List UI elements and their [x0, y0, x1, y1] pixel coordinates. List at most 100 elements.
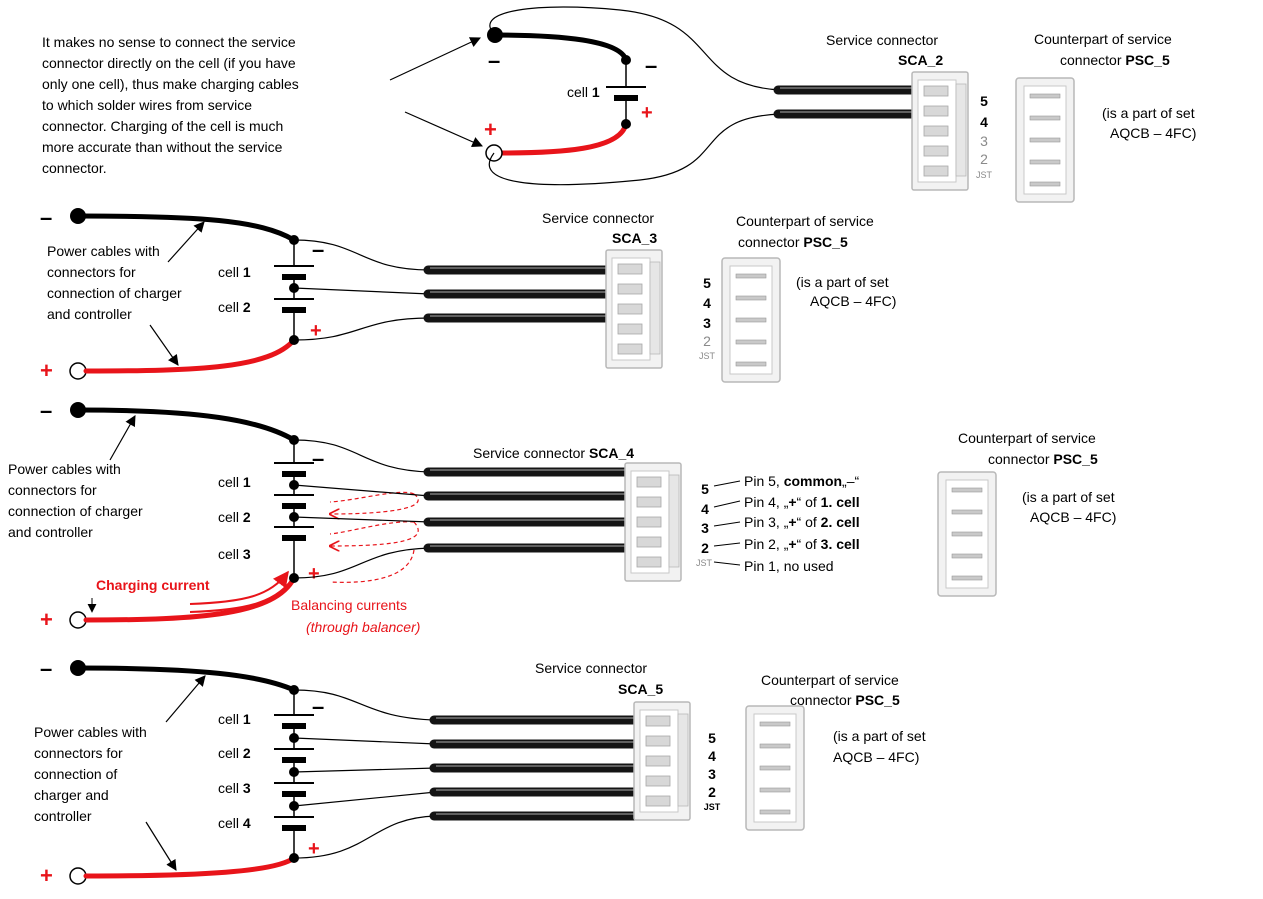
minus-sign: –: [40, 398, 52, 423]
sense-wire: [489, 6, 781, 91]
cell-label: cell 2: [218, 745, 251, 761]
pin-description: Pin 2, „+“ of 3. cell: [744, 536, 860, 552]
note-line: connectors for: [8, 482, 97, 498]
note-line: charger and: [34, 787, 109, 803]
set-label: (is a part of set: [1022, 489, 1115, 505]
plus-sign: +: [484, 117, 497, 142]
through-balancer-label: (through balancer): [306, 619, 420, 635]
cell-label: cell 1: [567, 84, 600, 100]
pin-label: 4: [980, 114, 988, 130]
pin-label: 3: [708, 766, 716, 782]
pin-descriptions: Pin 5, common„–“ Pin 4, „+“ of 1. cell P…: [744, 473, 860, 574]
note-line: connectors for: [47, 264, 136, 280]
negative-power-wire: [492, 32, 629, 63]
service-connector-sca5: [633, 701, 691, 821]
intro-line: to which solder wires from service: [42, 97, 252, 113]
set-label: (is a part of set: [796, 274, 889, 290]
intro-line: connector. Charging of the cell is much: [42, 118, 283, 134]
sca-label: SCA_3: [612, 230, 657, 246]
pin-description: Pin 4, „+“ of 1. cell: [744, 494, 860, 510]
counterpart-connector: [1015, 77, 1075, 203]
intro-text: It makes no sense to connect the service…: [42, 34, 299, 176]
positive-power-wire: [83, 575, 297, 623]
pin-label: 3: [701, 520, 709, 536]
cell-label: cell 1: [218, 711, 251, 727]
stack-plus: +: [310, 320, 322, 342]
service-connector-label: Service connector: [535, 660, 647, 676]
service-connector-sca4: [624, 462, 682, 582]
power-cables-note: Power cables with connectors for connect…: [47, 243, 182, 322]
note-line: Power cables with: [47, 243, 160, 259]
section-sca2: It makes no sense to connect the service…: [42, 6, 1196, 203]
counterpart-connector: [937, 471, 997, 597]
set-label: AQCB – 4FC): [1030, 509, 1116, 525]
sca-label: SCA_2: [898, 52, 943, 68]
counterpart-connector: [745, 705, 805, 831]
positive-power-wire: [497, 121, 629, 156]
set-label: AQCB – 4FC): [833, 749, 919, 765]
pin-description: Pin 5, common„–“: [744, 473, 859, 489]
counterpart-label: connector PSC_5: [1060, 52, 1170, 68]
minus-sign: –: [40, 656, 52, 681]
counterpart-label: Counterpart of service: [958, 430, 1096, 446]
cell-label: cell 4: [218, 815, 251, 831]
positive-power-wire: [83, 855, 297, 879]
intro-line: connector.: [42, 160, 107, 176]
section-sca3: – + – + cell 1 cell 2 Power cables with …: [40, 205, 896, 383]
arrow-to-positive: [404, 111, 483, 148]
power-cables-note: Power cables with connectors for connect…: [8, 461, 143, 540]
counterpart-label: Counterpart of service: [761, 672, 899, 688]
pin-label: 2: [701, 540, 709, 556]
stack-minus: –: [312, 446, 324, 471]
jst-label: JST: [699, 351, 716, 361]
intro-line: only one cell), thus make charging cable…: [42, 76, 299, 92]
plus-sign: +: [40, 863, 53, 888]
service-connector-sca2: [911, 71, 969, 191]
set-label: (is a part of set: [833, 728, 926, 744]
minus-sign: –: [488, 48, 500, 73]
balancing-current-arrow: [330, 493, 419, 514]
counterpart-label: Counterpart of service: [1034, 31, 1172, 47]
negative-power-wire: [75, 213, 297, 243]
stack-plus: +: [308, 838, 320, 860]
counterpart-label: connector PSC_5: [988, 451, 1098, 467]
counterpart-label: connector PSC_5: [738, 234, 848, 250]
counterpart-label: Counterpart of service: [736, 213, 874, 229]
jst-label: JST: [696, 558, 713, 568]
balancing-currents-label: Balancing currents: [291, 597, 407, 613]
sca-label: SCA_5: [618, 681, 663, 697]
note-line: connection of: [34, 766, 117, 782]
stack-minus: –: [312, 237, 324, 262]
stack-plus: +: [308, 563, 320, 585]
service-connector-label: Service connector: [826, 32, 938, 48]
balancing-current-arrow: [330, 521, 419, 546]
pin-label: 5: [980, 93, 988, 109]
power-cables-note: Power cables with connectors for connect…: [34, 724, 147, 824]
pin-label: 2: [708, 784, 716, 800]
counterpart-label: connector PSC_5: [790, 692, 900, 708]
counterpart-connector: [721, 257, 781, 383]
jst-label: JST: [704, 802, 721, 812]
cell-plus: +: [641, 102, 653, 124]
plus-sign: +: [40, 358, 53, 383]
note-line: and controller: [47, 306, 132, 322]
service-connector-sca3: [605, 249, 663, 369]
note-line: connection of charger: [8, 503, 143, 519]
positive-power-wire: [83, 337, 297, 374]
jst-label: JST: [976, 170, 993, 180]
set-label: (is a part of set: [1102, 105, 1195, 121]
section-sca4: – + Charging current – + cell 1 cell 2 c…: [8, 398, 1116, 635]
pin-label: 5: [701, 481, 709, 497]
charging-current-label: Charging current: [96, 577, 210, 593]
intro-line: connector directly on the cell (if you h…: [42, 55, 296, 71]
charging-current-arrow: [189, 570, 289, 605]
pin-label: 5: [703, 275, 711, 291]
note-line: Power cables with: [34, 724, 147, 740]
service-connector-label: Service connector SCA_4: [473, 445, 634, 461]
cell-minus: –: [645, 53, 657, 78]
cell-label: cell 3: [218, 780, 251, 796]
plus-sign: +: [40, 607, 53, 632]
intro-line: It makes no sense to connect the service: [42, 34, 296, 50]
pin-label: 4: [701, 501, 709, 517]
pin-label: 2: [980, 151, 988, 167]
